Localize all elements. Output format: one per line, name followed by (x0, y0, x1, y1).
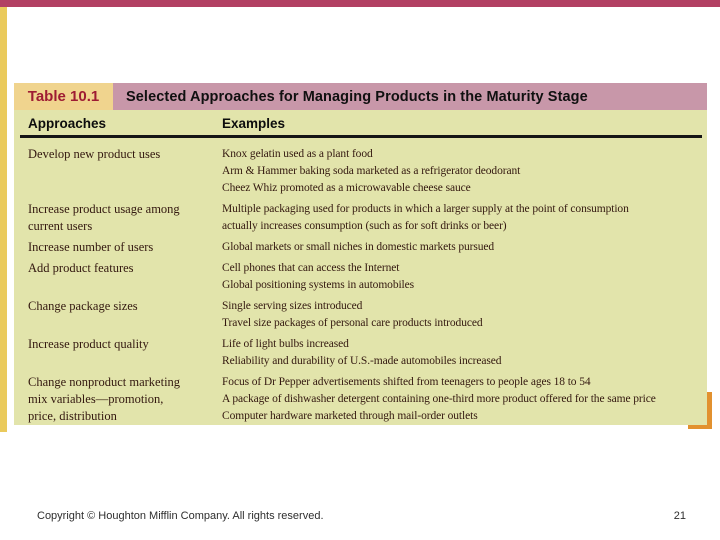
table-row: Change nonproduct marketing mix variable… (28, 374, 705, 425)
table-graphic: Table 10.1 Selected Approaches for Manag… (14, 83, 707, 425)
copyright-text: Copyright © Houghton Mifflin Company. Al… (37, 510, 324, 522)
examples-cell: Single serving sizes introduced Travel s… (222, 300, 483, 329)
column-headers: Approaches Examples (14, 115, 707, 132)
table-title: Selected Approaches for Managing Product… (113, 83, 707, 110)
examples-cell: Focus of Dr Pepper advertisements shifte… (222, 376, 656, 422)
slide-page-number: 21 (673, 510, 686, 522)
header-rule (20, 135, 702, 138)
approach-cell: Increase number of users (28, 240, 154, 254)
examples-cell: Life of light bulbs increased Reliabilit… (222, 338, 502, 367)
table-row: Change package sizes Single serving size… (28, 298, 705, 332)
examples-cell: Multiple packaging used for products in … (222, 203, 629, 232)
column-header-examples: Examples (222, 116, 286, 131)
column-header-approaches: Approaches (28, 116, 107, 131)
approach-cell: Change package sizes (28, 299, 138, 313)
approach-cell: Increase product usage among current use… (28, 202, 180, 233)
table-row: Increase product quality Life of light b… (28, 336, 705, 370)
table-body: Approaches Examples Develop new product … (14, 110, 707, 425)
left-accent-bar (0, 7, 7, 432)
table-row: Add product features Cell phones that ca… (28, 260, 705, 294)
approach-cell: Develop new product uses (28, 147, 161, 161)
approach-cell: Change nonproduct marketing mix variable… (28, 375, 181, 423)
approach-cell: Add product features (28, 261, 134, 275)
table-rows: Develop new product uses Knox gelatin us… (14, 146, 707, 425)
examples-cell: Knox gelatin used as a plant food Arm & … (222, 148, 521, 194)
table-number-tab: Table 10.1 (14, 83, 113, 110)
approach-cell: Increase product quality (28, 337, 149, 351)
top-accent-bar (0, 0, 720, 7)
examples-cell: Cell phones that can access the Internet… (222, 262, 415, 291)
examples-cell: Global markets or small niches in domest… (222, 241, 495, 253)
table-row: Increase product usage among current use… (28, 201, 705, 235)
table-row: Develop new product uses Knox gelatin us… (28, 146, 705, 197)
table-header-band: Table 10.1 Selected Approaches for Manag… (14, 83, 707, 110)
table-row: Increase number of users Global markets … (28, 239, 705, 256)
